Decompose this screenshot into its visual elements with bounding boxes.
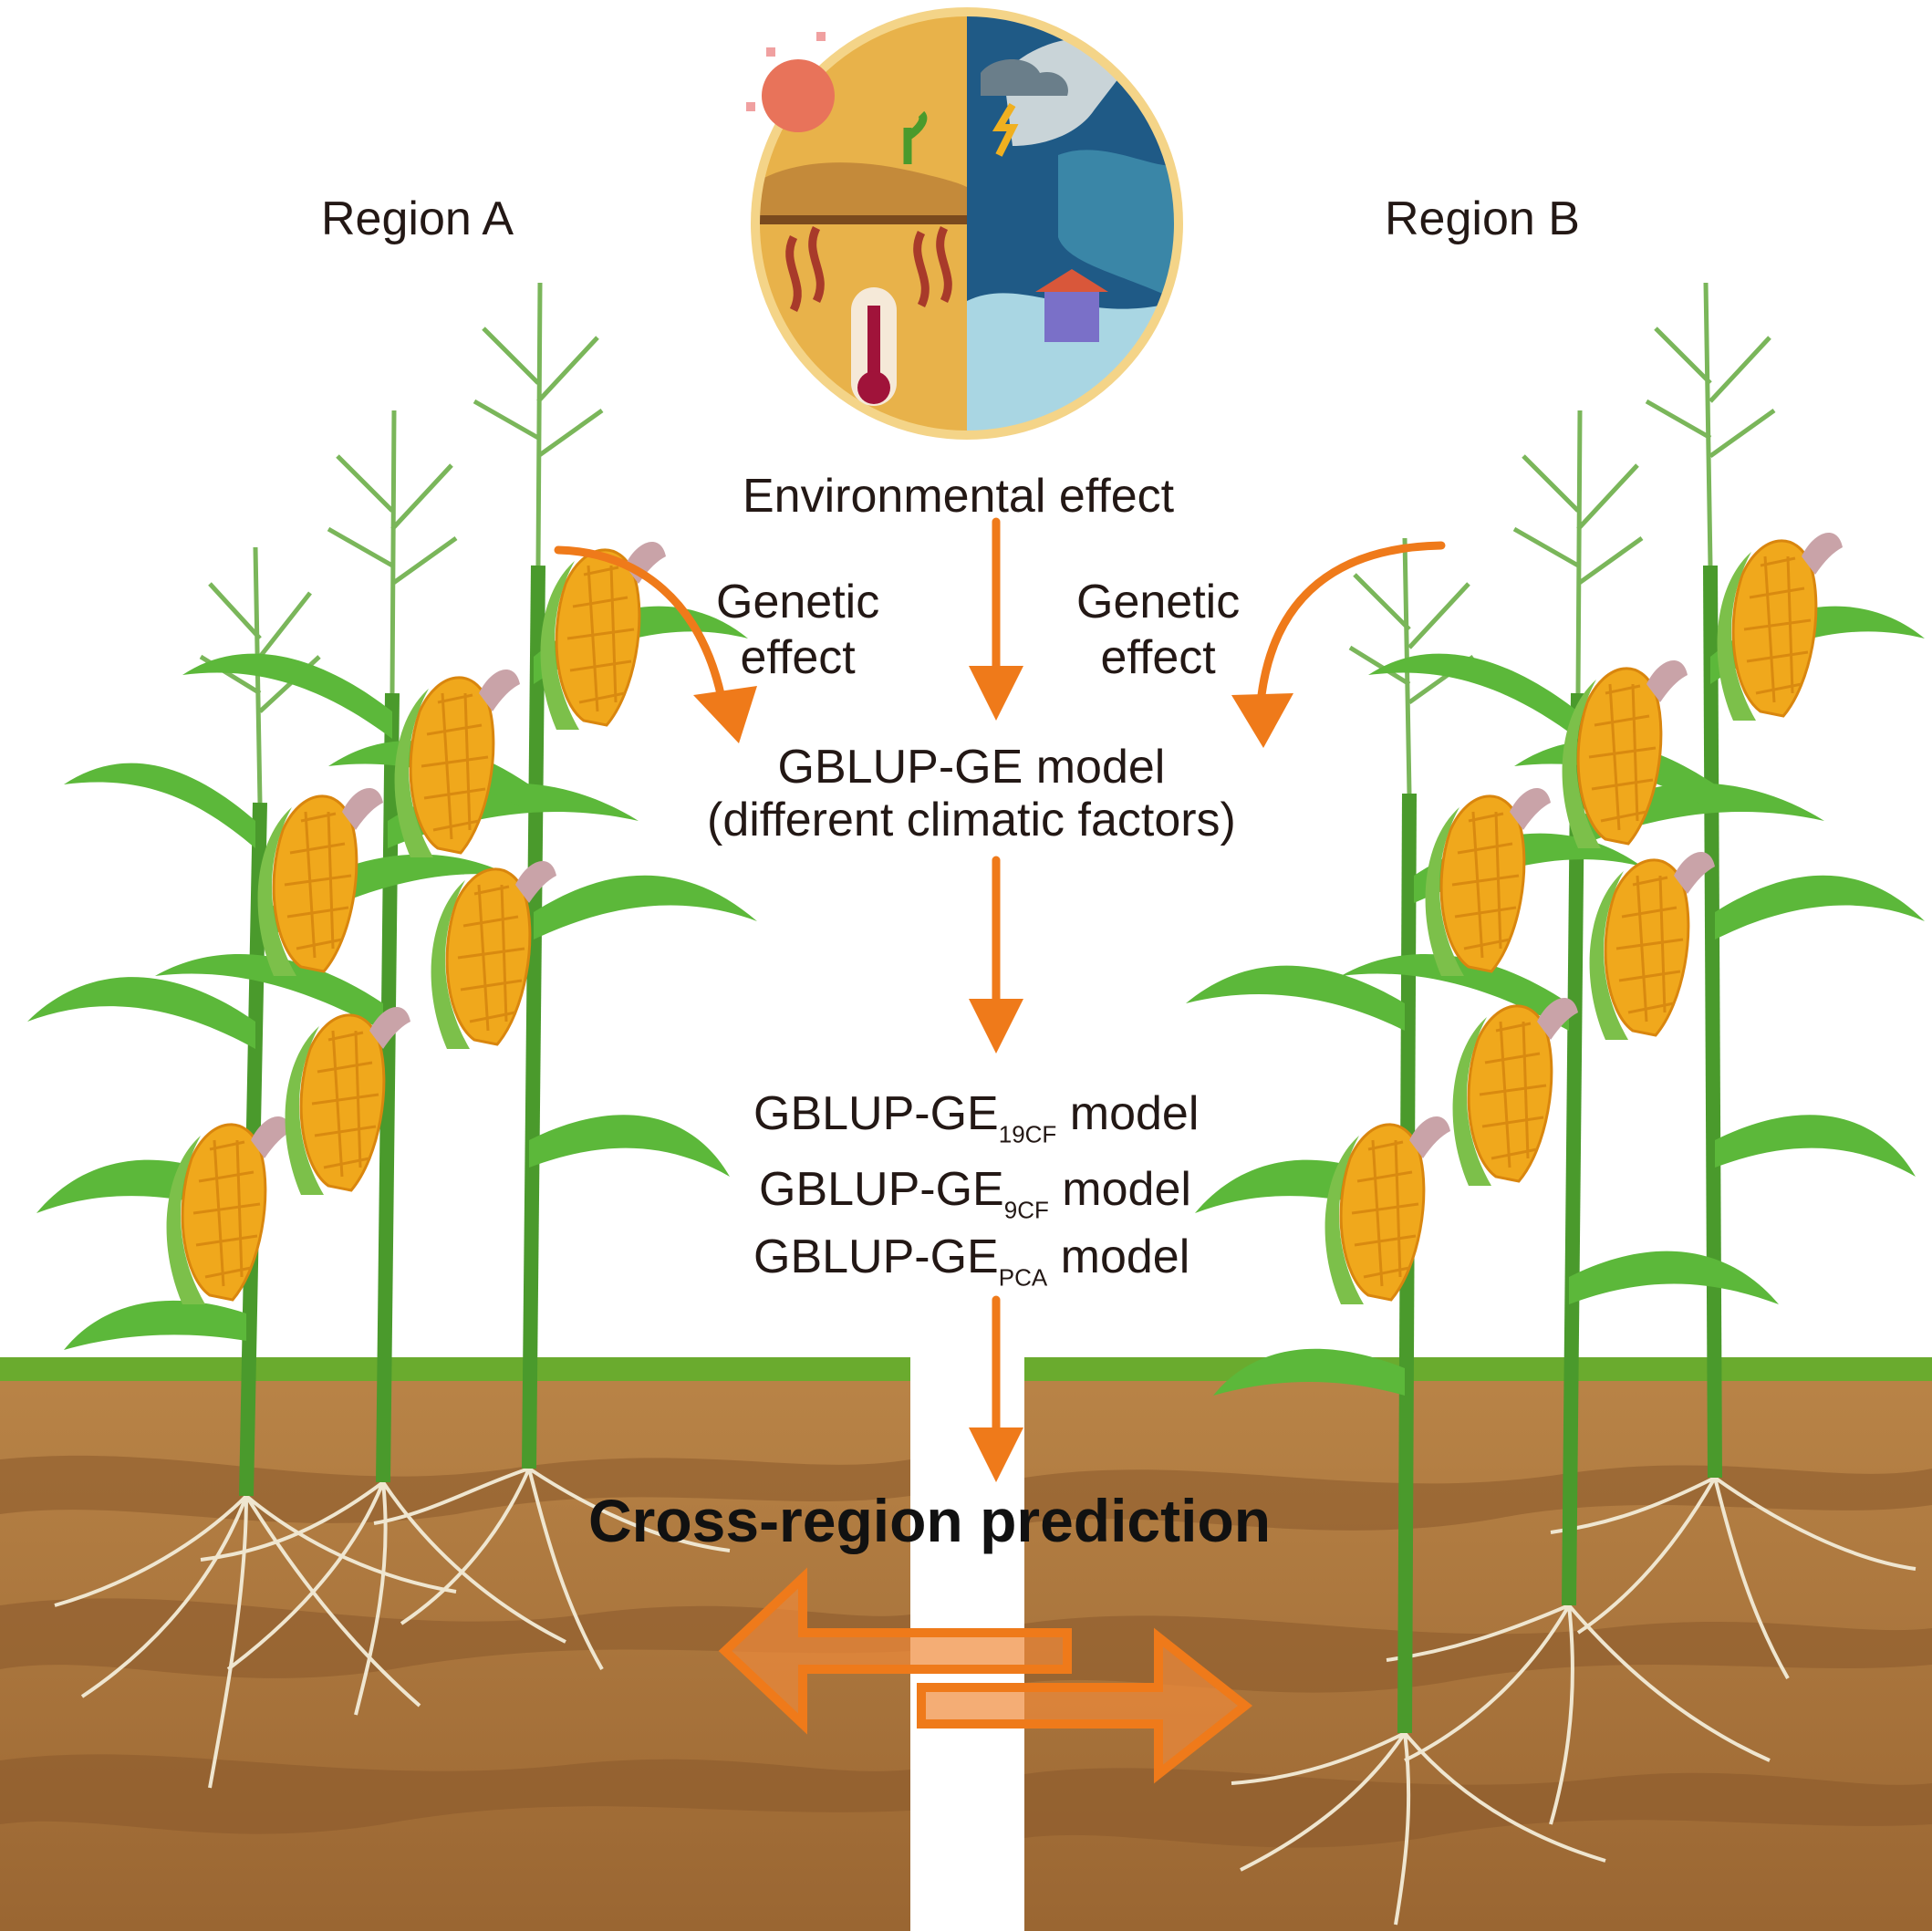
house-icon — [1035, 269, 1108, 342]
region-b-label: Region B — [1385, 192, 1580, 245]
submodel-pca-prefix: GBLUP-GE — [753, 1230, 999, 1283]
arrow-genetic-left — [554, 545, 727, 707]
corn-plants-region-b — [1186, 282, 1925, 1734]
thermometer-icon — [851, 287, 897, 406]
cross-region-prediction-label: Cross-region prediction — [588, 1487, 1272, 1554]
soil-region-b — [1024, 1357, 1932, 1931]
model-line-2: (different climatic factors) — [707, 794, 1236, 847]
submodel-19cf-label: GBLUP-GE19CF model — [753, 1090, 1199, 1146]
flow-arrows — [554, 517, 1446, 1437]
roots-region-b — [1231, 1476, 1916, 1926]
genetic-effect-right-label: Genetic effect — [1076, 575, 1240, 687]
genetic-effect-left-line-2: effect — [740, 631, 856, 685]
submodel-19cf-subscript: 19CF — [998, 1120, 1057, 1148]
genetic-effect-left-line-1: Genetic — [716, 576, 880, 628]
double-arrow-icon — [718, 1567, 1253, 1784]
model-line-1: GBLUP-GE model — [777, 741, 1166, 794]
region-a-label: Region A — [321, 192, 514, 245]
submodel-pca-label: GBLUP-GEPCA model — [753, 1233, 1189, 1289]
sun-icon — [746, 32, 835, 132]
storm-cloud-icon — [981, 59, 1068, 157]
submodel-9cf-label: GBLUP-GE9CF model — [759, 1166, 1191, 1221]
genetic-effect-right-line-2: effect — [1100, 631, 1216, 685]
genetic-effect-left-label: Genetic effect — [716, 575, 879, 687]
submodel-19cf-prefix: GBLUP-GE — [753, 1087, 999, 1140]
submodel-19cf-suffix: model — [1056, 1087, 1200, 1140]
gblup-ge-model-label: GBLUP-GE model (different climatic facto… — [707, 741, 1236, 846]
genetic-effect-right-line-1: Genetic — [1076, 576, 1241, 628]
climate-globe-icon — [746, 7, 1183, 440]
submodel-pca-suffix: model — [1047, 1230, 1190, 1283]
submodel-9cf-prefix: GBLUP-GE — [759, 1163, 1004, 1216]
submodel-pca-subscript: PCA — [998, 1263, 1048, 1292]
submodel-9cf-subscript: 9CF — [1003, 1196, 1049, 1224]
corn-plants-region-a — [27, 282, 757, 1497]
arrow-heads — [693, 666, 1293, 1482]
arrow-genetic-right — [1256, 541, 1446, 707]
submodel-9cf-suffix: model — [1048, 1163, 1191, 1216]
environmental-effect-label: Environmental effect — [743, 470, 1175, 523]
roots-region-a — [54, 1467, 731, 1789]
